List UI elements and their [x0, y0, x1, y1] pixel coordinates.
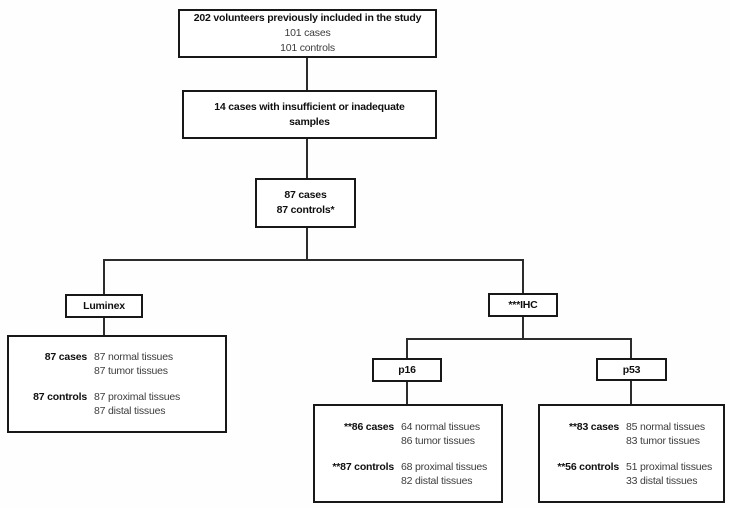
connector-ihc-to-split — [522, 316, 524, 340]
connector-p53-to-detail — [630, 381, 632, 405]
p16-controls-row: **87 controls 68 proximal tissues 82 dis… — [320, 460, 498, 488]
p53-controls-label: **56 controls — [557, 460, 619, 473]
volunteers-controls: 101 controls — [280, 42, 335, 54]
p53-cases-value-1: 85 normal tissues — [626, 420, 705, 433]
p53-label: p53 — [622, 363, 641, 376]
connector-split-to-ihc — [522, 259, 524, 294]
eligible-cases: 87 cases — [284, 189, 327, 201]
exclusion-box: 14 cases with insufficient or inadequate… — [182, 90, 437, 139]
connector-exclusion-to-eligible — [306, 138, 308, 179]
luminex-controls-value-1: 87 proximal tissues — [94, 391, 181, 403]
luminex-controls-value-2: 87 distal tissues — [94, 405, 166, 417]
luminex-cases-label: 87 cases — [44, 351, 87, 363]
p53-cases-label: **83 cases — [569, 420, 619, 433]
p16-cases-label: **86 cases — [344, 420, 394, 433]
p53-controls-row: **56 controls 51 proximal tissues 33 dis… — [545, 460, 720, 488]
volunteers-cases: 101 cases — [284, 27, 331, 39]
p53-box: p53 — [596, 358, 667, 381]
connector-luminex-to-detail — [103, 317, 105, 336]
connector-eligible-to-split — [306, 227, 308, 260]
p16-box: p16 — [372, 358, 442, 382]
eligible-box: 87 cases 87 controls* — [255, 178, 356, 228]
p16-controls-label: **87 controls — [332, 460, 394, 473]
exclusion-line2: samples — [289, 115, 330, 128]
ihc-label: ***IHC — [508, 299, 538, 311]
p53-controls-value-2: 33 distal tissues — [626, 474, 698, 487]
luminex-cases-row: 87 cases 87 normal tissues 87 tumor tiss… — [21, 350, 219, 378]
p16-label: p16 — [398, 364, 416, 376]
p16-detail-box: **86 cases 64 normal tissues 86 tumor ti… — [313, 404, 503, 503]
connector-p16-to-detail — [406, 381, 408, 405]
p16-controls-value-2: 82 distal tissues — [401, 474, 473, 487]
p16-cases-value-1: 64 normal tissues — [401, 420, 480, 433]
luminex-label: Luminex — [83, 300, 125, 312]
p16-controls-value-1: 68 proximal tissues — [401, 460, 488, 473]
eligible-controls: 87 controls* — [276, 204, 335, 216]
volunteers-title: 202 volunteers previously included in th… — [193, 12, 422, 24]
connector-volunteers-to-exclusion — [306, 57, 308, 91]
p16-cases-row: **86 cases 64 normal tissues 86 tumor ti… — [320, 420, 498, 448]
exclusion-line1: 14 cases with insufficient or inadequate — [214, 100, 405, 113]
luminex-controls-label: 87 controls — [33, 391, 87, 403]
p53-cases-row: **83 cases 85 normal tissues 83 tumor ti… — [545, 420, 720, 448]
connector-to-p16 — [406, 338, 408, 359]
luminex-cases-value-2: 87 tumor tissues — [94, 365, 168, 377]
p53-controls-value-1: 51 proximal tissues — [626, 460, 713, 473]
luminex-box: Luminex — [65, 294, 143, 318]
p53-detail-box: **83 cases 85 normal tissues 83 tumor ti… — [538, 404, 725, 503]
p53-cases-value-2: 83 tumor tissues — [626, 434, 700, 447]
luminex-controls-row: 87 controls 87 proximal tissues 87 dista… — [21, 390, 219, 418]
volunteers-box: 202 volunteers previously included in th… — [178, 9, 437, 58]
connector-ihc-horizontal — [406, 338, 632, 340]
luminex-cases-value-1: 87 normal tissues — [94, 351, 173, 363]
connector-split-horizontal — [103, 259, 524, 261]
luminex-detail-box: 87 cases 87 normal tissues 87 tumor tiss… — [7, 335, 227, 433]
ihc-box: ***IHC — [488, 293, 558, 317]
p16-cases-value-2: 86 tumor tissues — [401, 434, 475, 447]
connector-split-to-luminex — [103, 259, 105, 295]
connector-to-p53 — [630, 338, 632, 359]
